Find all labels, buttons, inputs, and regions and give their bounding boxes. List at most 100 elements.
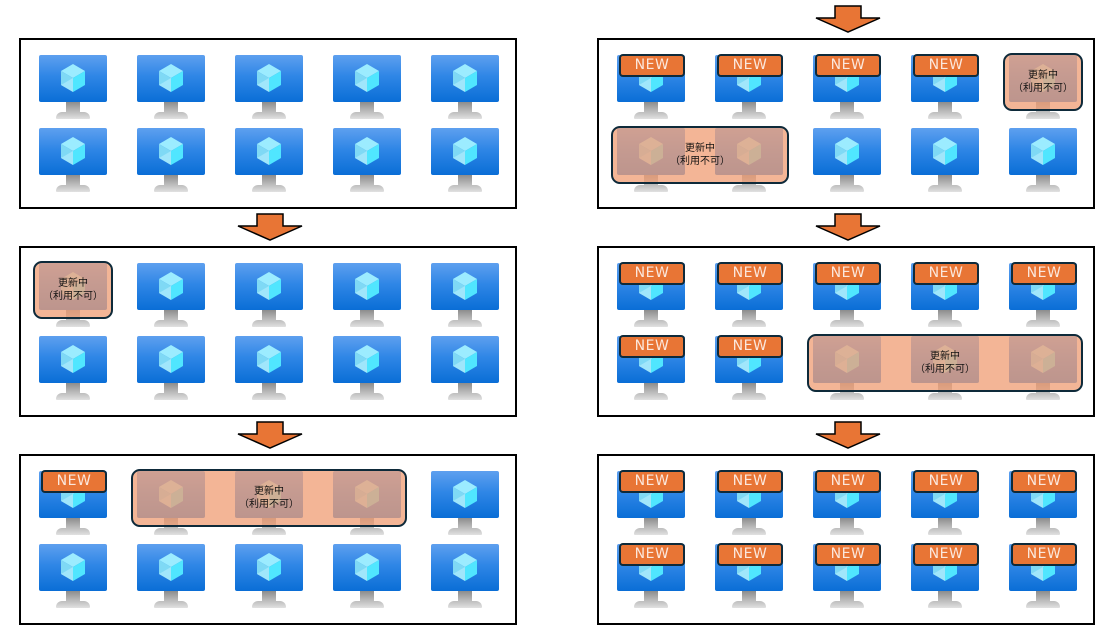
monitor-screen-icon xyxy=(333,55,401,102)
vm-instance-new: NEW xyxy=(715,543,783,610)
updating-overlay: 更新中（利用不可） xyxy=(131,469,407,527)
monitor-stand-neck xyxy=(262,383,276,395)
monitor-stand-neck xyxy=(938,102,952,114)
monitor-stand-neck xyxy=(840,175,854,187)
monitor-stand-neck xyxy=(840,102,854,114)
arrow-shape xyxy=(237,421,303,449)
monitor-stand-neck xyxy=(644,102,658,114)
monitor-stand-base xyxy=(1026,528,1060,535)
new-badge: NEW xyxy=(913,543,979,566)
vm-instance-old xyxy=(235,544,303,610)
vm-instance-old xyxy=(333,544,401,610)
monitor-stand-neck xyxy=(66,518,80,530)
updating-label: 更新中（利用不可） xyxy=(915,350,975,376)
monitor-screen-icon xyxy=(431,336,499,383)
monitor-stand-neck xyxy=(262,591,276,603)
new-badge: NEW xyxy=(717,543,783,566)
cube-icon xyxy=(355,64,379,92)
cube-icon xyxy=(159,272,183,300)
monitor-stand-neck xyxy=(262,102,276,114)
monitor-stand-base xyxy=(252,393,286,400)
monitor-stand-neck xyxy=(742,310,756,322)
updating-label-line1: 更新中 xyxy=(685,143,715,154)
monitor-stand-base xyxy=(1026,185,1060,192)
monitor-screen-icon xyxy=(431,55,499,102)
vm-instance-new: NEW xyxy=(617,262,685,329)
monitor-stand-neck xyxy=(742,102,756,114)
monitor-stand-base xyxy=(634,601,668,608)
new-badge: NEW xyxy=(1011,543,1077,566)
monitor-screen-icon xyxy=(333,544,401,591)
monitor-stand-base xyxy=(56,185,90,192)
monitor-stand-base xyxy=(350,185,384,192)
monitor-screen-icon xyxy=(333,336,401,383)
updating-label-line2: （利用不可） xyxy=(1013,83,1073,94)
vm-instance-new: NEW xyxy=(39,470,107,537)
updating-label-line1: 更新中 xyxy=(58,278,88,289)
monitor-stand-base xyxy=(448,528,482,535)
monitor-stand-neck xyxy=(840,518,854,530)
monitor-stand-base xyxy=(56,528,90,535)
vm-instance-old xyxy=(1009,128,1077,194)
updating-label-line1: 更新中 xyxy=(930,351,960,362)
monitor-stand-base xyxy=(732,393,766,400)
cube-icon xyxy=(257,137,281,165)
monitor-screen-icon xyxy=(235,128,303,175)
cube-icon xyxy=(257,272,281,300)
monitor-stand-neck xyxy=(644,310,658,322)
vm-instance-old xyxy=(137,336,205,402)
cube-icon xyxy=(453,137,477,165)
new-badge: NEW xyxy=(41,470,107,493)
monitor-stand-base xyxy=(732,601,766,608)
monitor-screen-icon xyxy=(235,55,303,102)
monitor-stand-neck xyxy=(360,383,374,395)
vm-instance-new: NEW xyxy=(1009,262,1077,329)
monitor-stand-base xyxy=(252,112,286,119)
monitor-stand-neck xyxy=(1036,175,1050,187)
arrow-shape xyxy=(815,421,881,449)
monitor-stand-base xyxy=(634,112,668,119)
monitor-stand-base xyxy=(830,601,864,608)
monitor-stand-neck xyxy=(164,102,178,114)
monitor-stand-base xyxy=(634,528,668,535)
vm-instance-new: NEW xyxy=(715,262,783,329)
monitor-stand-base xyxy=(732,185,766,192)
monitor-screen-icon xyxy=(235,263,303,310)
monitor-screen-icon xyxy=(333,128,401,175)
monitor-stand-neck xyxy=(66,383,80,395)
updating-label: 更新中（利用不可） xyxy=(670,142,730,168)
cube-icon xyxy=(257,64,281,92)
monitor-stand-neck xyxy=(458,518,472,530)
monitor-stand-neck xyxy=(458,310,472,322)
vm-instance-new: NEW xyxy=(617,543,685,610)
monitor-stand-neck xyxy=(262,175,276,187)
monitor-screen-icon xyxy=(39,544,107,591)
monitor-stand-neck xyxy=(66,175,80,187)
new-badge: NEW xyxy=(815,262,881,285)
vm-instance-old xyxy=(333,263,401,329)
monitor-stand-base xyxy=(830,320,864,327)
monitor-stand-base xyxy=(830,528,864,535)
monitor-screen-icon xyxy=(431,128,499,175)
vm-instance-old xyxy=(137,263,205,329)
monitor-stand-neck xyxy=(742,518,756,530)
vm-instance-new: NEW xyxy=(911,543,979,610)
monitor-stand-base xyxy=(928,601,962,608)
cube-icon xyxy=(453,64,477,92)
monitor-stand-base xyxy=(154,601,188,608)
cube-icon xyxy=(453,553,477,581)
monitor-stand-base xyxy=(732,320,766,327)
down-arrow-icon xyxy=(815,5,881,33)
monitor-stand-neck xyxy=(458,591,472,603)
new-badge: NEW xyxy=(913,54,979,77)
monitor-stand-base xyxy=(154,320,188,327)
monitor-stand-base xyxy=(154,185,188,192)
vm-instance-new: NEW xyxy=(1009,543,1077,610)
monitor-stand-neck xyxy=(938,591,952,603)
monitor-stand-neck xyxy=(1036,591,1050,603)
vm-instance-new: NEW xyxy=(715,335,783,402)
monitor-stand-base xyxy=(448,601,482,608)
